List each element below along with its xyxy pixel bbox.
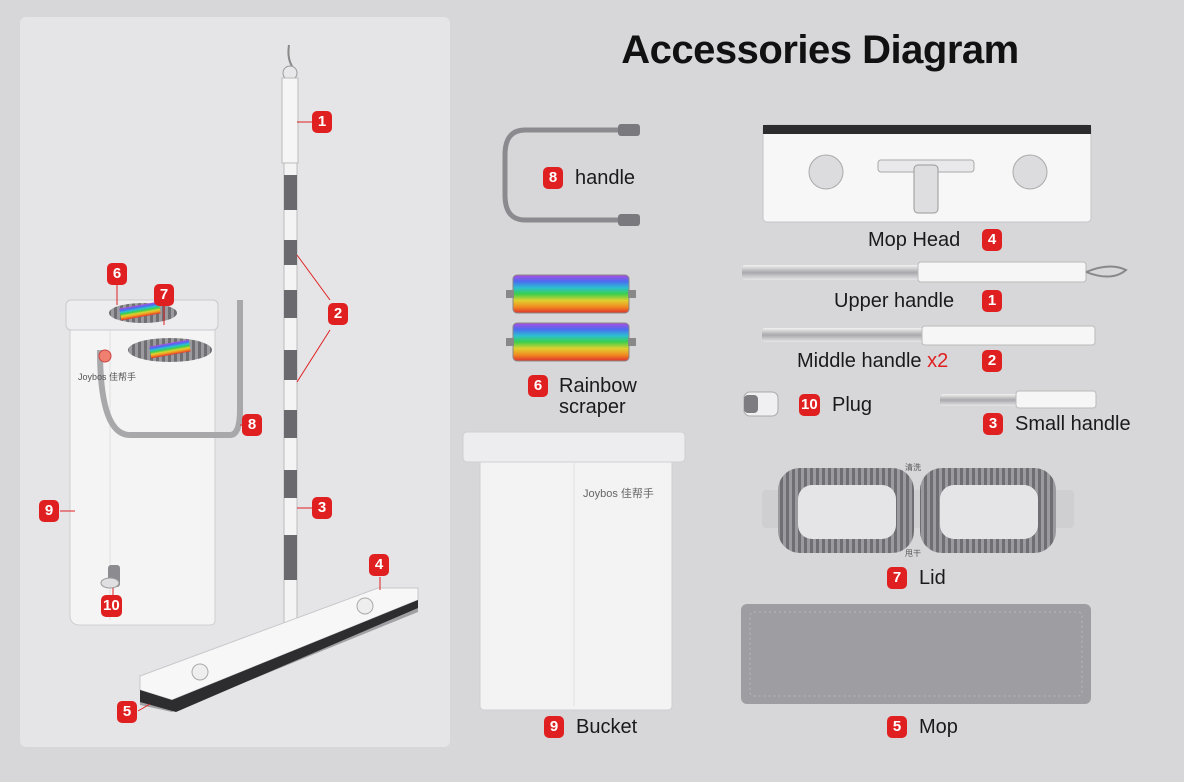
callout-lines	[60, 121, 381, 712]
callout-badge-5: 5	[117, 701, 137, 723]
upper-handle-part-image	[742, 261, 1128, 283]
middle-handle-text: Middle handle	[797, 350, 922, 372]
callout-badge-2: 2	[328, 303, 348, 325]
handle-part-image	[502, 124, 640, 226]
callout-badge-6: 6	[107, 263, 127, 285]
mop-head-part-image	[762, 124, 1092, 223]
lid-part-image: 清洗 甩干	[762, 462, 1074, 558]
mop-badge: 5	[887, 716, 907, 738]
rainbow-scraper-label-line1: Rainbow	[559, 375, 637, 397]
bucket-badge: 9	[544, 716, 564, 738]
rainbow-scraper-label-line2: scraper	[559, 396, 626, 418]
handle-label: handle	[575, 167, 636, 189]
assembled-bucket: Joybos 佳帮手	[65, 299, 243, 626]
lid-label: Lid	[919, 567, 946, 589]
upper-handle-badge: 1	[982, 290, 1002, 312]
callout-badge-8: 8	[242, 414, 262, 436]
plug-part-image	[743, 391, 779, 417]
bucket-small-logo: Joybos 佳帮手	[78, 371, 136, 382]
plug-label: Plug	[832, 394, 873, 416]
mop-label: Mop	[919, 716, 958, 738]
mop-head-badge: 4	[982, 229, 1002, 251]
assembled-mop-head	[139, 587, 419, 712]
callout-badge-9: 9	[39, 500, 59, 522]
rainbow-scraper-badge: 6	[528, 375, 548, 397]
callout-badge-1: 1	[312, 111, 332, 133]
middle-handle-label: Middle handle x2	[797, 350, 948, 372]
lid-tag-top: 清洗	[905, 462, 921, 472]
lid-badge: 7	[887, 567, 907, 589]
rainbow-scraper-part-image	[506, 274, 636, 362]
callout-badge-3: 3	[312, 497, 332, 519]
callout-badge-7: 7	[154, 284, 174, 306]
callout-badge-4: 4	[369, 554, 389, 576]
bucket-label: Bucket	[576, 716, 638, 738]
assembled-mop-handle	[281, 44, 305, 649]
handle-badge: 8	[543, 167, 563, 189]
page-title: Accessories Diagram	[621, 28, 1019, 72]
bucket-part-image: Joybos 佳帮手	[462, 431, 686, 711]
callout-badge-10: 10	[101, 595, 122, 617]
bucket-logo: Joybos 佳帮手	[583, 486, 654, 500]
plug-badge: 10	[799, 394, 820, 416]
middle-handle-part-image	[762, 325, 1096, 346]
middle-handle-qty: x2	[927, 350, 949, 372]
small-handle-label: Small handle	[1015, 413, 1131, 435]
middle-handle-badge: 2	[982, 350, 1002, 372]
mop-pad-part-image	[741, 604, 1091, 704]
lid-tag-bottom: 甩干	[905, 549, 921, 558]
small-handle-badge: 3	[983, 413, 1003, 435]
upper-handle-label: Upper handle	[834, 290, 955, 312]
mop-head-label: Mop Head	[868, 229, 961, 251]
small-handle-part-image	[940, 390, 1097, 409]
